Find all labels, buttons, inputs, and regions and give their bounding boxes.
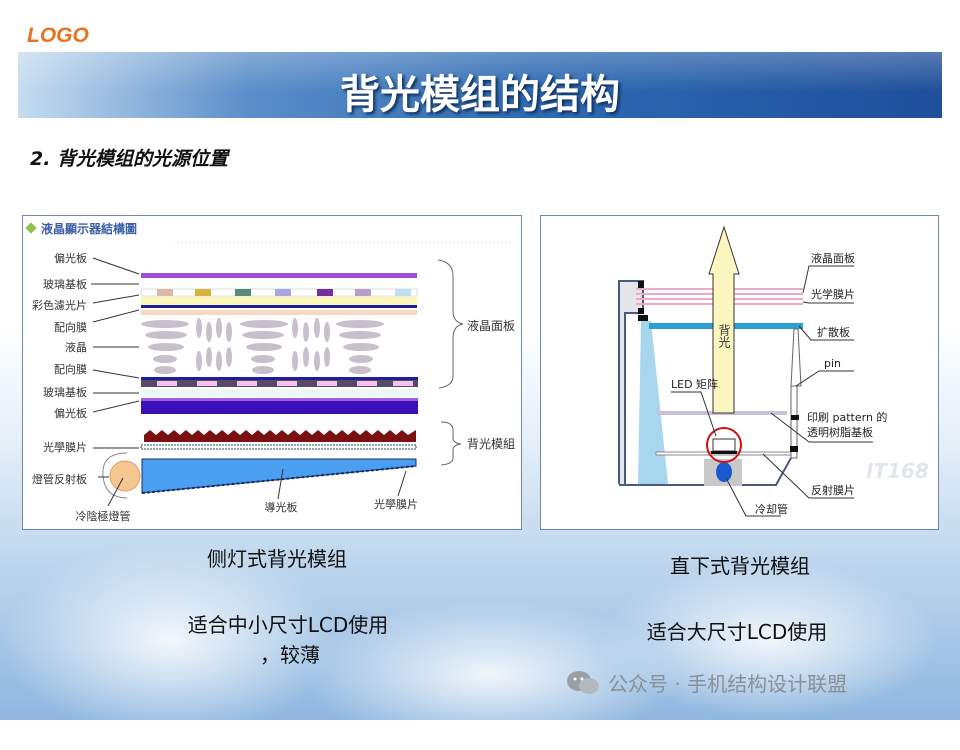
group-label: 液晶面板 xyxy=(467,318,515,333)
layer-label: 偏光板 xyxy=(54,251,87,265)
logo: LOGO xyxy=(27,24,89,47)
watermark-text: 公众号 · 手机结构设计联盟 xyxy=(608,672,848,696)
part-label: 印刷 pattern 的 xyxy=(807,410,887,424)
right-caption-desc: 适合大尺寸LCD使用 xyxy=(646,620,828,644)
frame xyxy=(618,280,644,484)
prism-sheet xyxy=(144,430,416,442)
part-label: 冷却管 xyxy=(755,502,788,516)
layer-label: 偏光板 xyxy=(54,406,87,420)
part-label: pin xyxy=(824,357,841,370)
pin xyxy=(790,328,802,387)
right-caption-title: 直下式背光模组 xyxy=(670,554,810,578)
polarizer-bottom xyxy=(141,401,418,414)
layer-label: 配向膜 xyxy=(54,320,87,334)
part-label: 透明树脂基板 xyxy=(807,425,873,439)
left-caption-desc: 适合中小尺寸LCD使用 xyxy=(187,613,389,637)
layer-label: 玻璃基板 xyxy=(43,277,87,291)
layer-label: 光學膜片 xyxy=(43,440,87,454)
light-guide-plate xyxy=(141,458,417,494)
part-label: 光学膜片 xyxy=(811,287,855,301)
layer-label: 液晶 xyxy=(65,340,87,354)
layer-label: 冷陰極燈管 xyxy=(76,509,131,523)
brace-lcd-panel xyxy=(437,259,464,389)
layer-label: 燈管反射板 xyxy=(32,472,87,486)
part-label: LED 矩阵 xyxy=(671,377,718,391)
cooling-tube xyxy=(716,462,732,482)
color-filter xyxy=(140,288,418,297)
polarizer-top xyxy=(141,273,417,278)
slide-title: 背光模组的结构 xyxy=(340,72,620,118)
light-cone xyxy=(638,321,668,484)
part-label: 液晶面板 xyxy=(811,251,855,265)
liquid-crystal xyxy=(141,318,384,374)
brace-backlight xyxy=(440,421,462,466)
layer-label: 光學膜片 xyxy=(374,497,418,511)
layer-label: 導光板 xyxy=(265,500,298,514)
layer-label: 彩色濾光片 xyxy=(32,298,87,312)
edge-lit-diagram: 液晶顯示器結構圖 液晶面板 背光模組 偏光板 玻璃基板 xyxy=(22,215,522,530)
diagram-heading: 液晶顯示器結構圖 xyxy=(41,221,137,236)
title-band xyxy=(18,52,942,118)
footer-watermark: 公众号 · 手机结构设计联盟 xyxy=(566,668,847,697)
optical-film xyxy=(140,444,417,450)
arrow-label: 背光 xyxy=(717,324,731,348)
led-highlight xyxy=(706,427,742,463)
layer-label: 配向膜 xyxy=(54,362,87,376)
part-label: 扩散板 xyxy=(817,325,850,339)
left-caption-desc-2: ，较薄 xyxy=(260,643,320,667)
wechat-icon xyxy=(567,670,599,694)
layer-label: 玻璃基板 xyxy=(43,385,87,399)
part-label: 反射膜片 xyxy=(811,483,855,497)
cloud xyxy=(0,540,340,740)
backlight-arrow xyxy=(708,225,740,414)
slide-subtitle: 2. 背光模组的光源位置 xyxy=(30,148,229,170)
ccfl-lamp xyxy=(109,460,141,492)
direct-lit-diagram: IT168 背光 液晶面板 光学膜片 扩散板 pin LED 矩阵 印刷 pat… xyxy=(540,215,939,530)
left-caption-title: 侧灯式背光模组 xyxy=(207,547,347,571)
cloud xyxy=(600,560,940,720)
diamond-bullet-icon xyxy=(25,222,37,234)
group-label: 背光模組 xyxy=(467,437,515,451)
it168-watermark: IT168 xyxy=(866,459,929,483)
lamp-reflector xyxy=(102,452,128,499)
